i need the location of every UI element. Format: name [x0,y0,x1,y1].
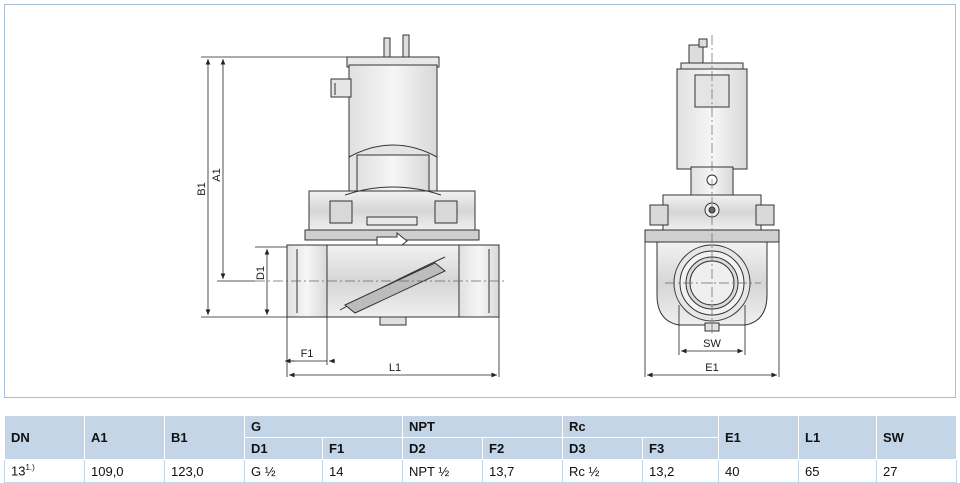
label-d1: D1 [255,266,267,280]
dimension-table: DN A1 B1 G NPT Rc E1 L1 SW D1 F1 D2 F2 D… [4,415,957,483]
subheader-d3: D3 [562,437,643,460]
subheader-d1: D1 [244,437,323,460]
front-dimensions [201,56,500,378]
cell-a1: 109,0 [84,459,165,483]
subheader-f3: F3 [642,437,719,460]
cell-npt-d2: NPT ½ [402,459,483,483]
subheader-f1: F1 [322,437,403,460]
cell-sw: 27 [876,459,957,483]
cell-dn-footnote: 1.) [25,463,35,473]
cell-rc-f3: 13,2 [642,459,719,483]
cell-e1: 40 [718,459,799,483]
header-a1: A1 [84,415,165,460]
label-sw: SW [703,338,721,350]
table-row: 131.) 109,0 123,0 G ½ 14 NPT ½ 13,7 Rc ½… [4,459,957,483]
header-e1: E1 [718,415,799,460]
cell-rc-d3: Rc ½ [562,459,643,483]
table-header-row: DN A1 B1 G NPT Rc E1 L1 SW [4,415,957,460]
label-f1: F1 [301,348,314,360]
cell-l1: 65 [798,459,877,483]
header-dn: DN [4,415,85,460]
label-a1: A1 [211,168,223,181]
label-l1: L1 [389,362,401,374]
cell-b1: 123,0 [164,459,245,483]
valve-drawing-svg: B1 A1 D1 F1 L1 [196,34,780,378]
header-g: G [244,415,403,438]
header-sw: SW [876,415,957,460]
cell-dn-value: 13 [11,463,26,479]
header-l1: L1 [798,415,877,460]
side-dimensions [644,242,780,378]
header-npt: NPT [402,415,563,438]
label-e1: E1 [705,362,718,374]
front-view [286,34,500,326]
subheader-f2: F2 [482,437,563,460]
header-b1: B1 [164,415,245,460]
cell-npt-f2: 13,7 [482,459,563,483]
label-b1: B1 [196,182,208,195]
technical-drawing: B1 A1 D1 F1 L1 [4,4,956,398]
header-rc: Rc [562,415,719,438]
cell-g-d1: G ½ [244,459,323,483]
subheader-d2: D2 [402,437,483,460]
cell-g-f1: 14 [322,459,403,483]
cell-dn: 131.) [4,459,85,483]
